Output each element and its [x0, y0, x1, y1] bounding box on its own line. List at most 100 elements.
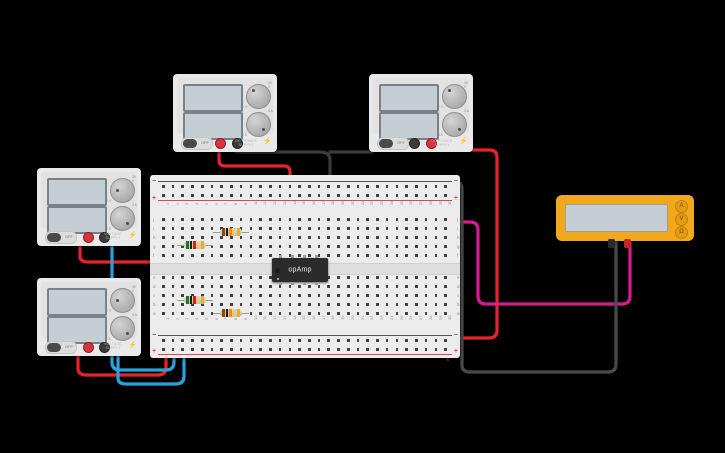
- breadboard-hole[interactable]: [171, 194, 175, 197]
- breadboard-hole[interactable]: [162, 227, 165, 230]
- breadboard-hole[interactable]: [259, 236, 262, 239]
- psu-terminal-positive[interactable]: [426, 138, 437, 149]
- breadboard-hole[interactable]: [395, 236, 399, 239]
- breadboard-hole[interactable]: [162, 285, 165, 288]
- breadboard-hole[interactable]: [181, 245, 185, 248]
- breadboard-hole[interactable]: [259, 276, 262, 279]
- breadboard-hole[interactable]: [162, 245, 165, 248]
- breadboard-hole[interactable]: [249, 227, 253, 230]
- breadboard-hole[interactable]: [376, 194, 379, 197]
- chip-pin[interactable]: [315, 282, 318, 285]
- breadboard-hole[interactable]: [405, 285, 408, 288]
- breadboard-hole[interactable]: [385, 294, 389, 297]
- breadboard-hole[interactable]: [424, 312, 428, 315]
- breadboard-hole[interactable]: [191, 312, 194, 315]
- breadboard-hole[interactable]: [385, 185, 389, 188]
- breadboard-hole[interactable]: [200, 285, 204, 288]
- breadboard-hole[interactable]: [405, 294, 408, 297]
- chip-pin[interactable]: [303, 282, 306, 285]
- resistor-r4[interactable]: [213, 309, 249, 317]
- breadboard-hole[interactable]: [395, 339, 399, 342]
- breadboard-hole[interactable]: [308, 303, 311, 306]
- breadboard-hole[interactable]: [259, 348, 262, 351]
- breadboard-hole[interactable]: [317, 194, 321, 197]
- multimeter-terminal-positive[interactable]: [624, 239, 631, 248]
- breadboard-hole[interactable]: [376, 245, 379, 248]
- breadboard-hole[interactable]: [376, 185, 379, 188]
- breadboard-hole[interactable]: [444, 227, 447, 230]
- breadboard-hole[interactable]: [337, 227, 340, 230]
- breadboard-hole[interactable]: [239, 218, 243, 221]
- breadboard-hole[interactable]: [434, 312, 438, 315]
- breadboard-hole[interactable]: [181, 348, 185, 351]
- psu-power-toggle[interactable]: OFF: [377, 137, 409, 150]
- breadboard-hole[interactable]: [424, 185, 428, 188]
- breadboard-hole[interactable]: [230, 185, 233, 188]
- breadboard-hole[interactable]: [288, 194, 292, 197]
- breadboard-hole[interactable]: [308, 285, 311, 288]
- breadboard-hole[interactable]: [327, 348, 331, 351]
- breadboard-hole[interactable]: [444, 218, 447, 221]
- breadboard-hole[interactable]: [298, 294, 301, 297]
- breadboard-hole[interactable]: [376, 339, 379, 342]
- breadboard-hole[interactable]: [356, 218, 360, 221]
- breadboard-hole[interactable]: [269, 194, 272, 197]
- breadboard-hole[interactable]: [269, 303, 272, 306]
- breadboard-hole[interactable]: [288, 218, 292, 221]
- breadboard-hole[interactable]: [434, 245, 438, 248]
- breadboard-hole[interactable]: [405, 303, 408, 306]
- breadboard-hole[interactable]: [191, 276, 194, 279]
- breadboard-hole[interactable]: [366, 185, 369, 188]
- breadboard-hole[interactable]: [346, 218, 350, 221]
- breadboard-hole[interactable]: [181, 339, 185, 342]
- psu-knob-voltage[interactable]: [246, 84, 271, 109]
- breadboard-hole[interactable]: [210, 194, 214, 197]
- breadboard-hole[interactable]: [317, 245, 321, 248]
- breadboard-hole[interactable]: [259, 194, 262, 197]
- breadboard-hole[interactable]: [346, 245, 350, 248]
- breadboard-hole[interactable]: [298, 339, 301, 342]
- multimeter-button-volts[interactable]: V: [675, 213, 688, 226]
- chip-pin[interactable]: [315, 255, 318, 258]
- breadboard-hole[interactable]: [191, 254, 194, 257]
- breadboard-hole[interactable]: [346, 194, 350, 197]
- breadboard-hole[interactable]: [366, 339, 369, 342]
- breadboard-hole[interactable]: [162, 276, 165, 279]
- breadboard-hole[interactable]: [200, 185, 204, 188]
- breadboard-hole[interactable]: [337, 339, 340, 342]
- breadboard-hole[interactable]: [162, 185, 165, 188]
- breadboard-hole[interactable]: [405, 312, 408, 315]
- breadboard-hole[interactable]: [356, 254, 360, 257]
- breadboard-hole[interactable]: [200, 312, 204, 315]
- breadboard-hole[interactable]: [298, 312, 301, 315]
- breadboard-hole[interactable]: [395, 285, 399, 288]
- breadboard-hole[interactable]: [288, 245, 292, 248]
- breadboard-hole[interactable]: [191, 218, 194, 221]
- breadboard-hole[interactable]: [327, 236, 331, 239]
- breadboard-hole[interactable]: [308, 245, 311, 248]
- breadboard-hole[interactable]: [424, 245, 428, 248]
- breadboard-hole[interactable]: [278, 312, 282, 315]
- breadboard-hole[interactable]: [434, 218, 438, 221]
- breadboard-hole[interactable]: [434, 194, 438, 197]
- breadboard-hole[interactable]: [405, 254, 408, 257]
- breadboard-hole[interactable]: [327, 276, 331, 279]
- breadboard-hole[interactable]: [278, 227, 282, 230]
- breadboard-hole[interactable]: [220, 254, 223, 257]
- breadboard-hole[interactable]: [337, 276, 340, 279]
- breadboard-hole[interactable]: [269, 245, 272, 248]
- breadboard-hole[interactable]: [366, 312, 369, 315]
- breadboard-hole[interactable]: [385, 348, 389, 351]
- breadboard-hole[interactable]: [337, 254, 340, 257]
- breadboard-hole[interactable]: [269, 218, 272, 221]
- breadboard-hole[interactable]: [346, 294, 350, 297]
- breadboard-hole[interactable]: [308, 294, 311, 297]
- breadboard-hole[interactable]: [230, 194, 233, 197]
- breadboard-hole[interactable]: [171, 348, 175, 351]
- psu-top-left[interactable]: 30 V 0 V 3 A 0 A OFF DC POWER SUPPLY ⚡: [173, 74, 277, 152]
- breadboard-hole[interactable]: [434, 285, 438, 288]
- breadboard-hole[interactable]: [356, 276, 360, 279]
- main-holes-top[interactable]: [160, 218, 452, 260]
- breadboard-hole[interactable]: [385, 245, 389, 248]
- psu-terminal-positive[interactable]: [83, 342, 94, 353]
